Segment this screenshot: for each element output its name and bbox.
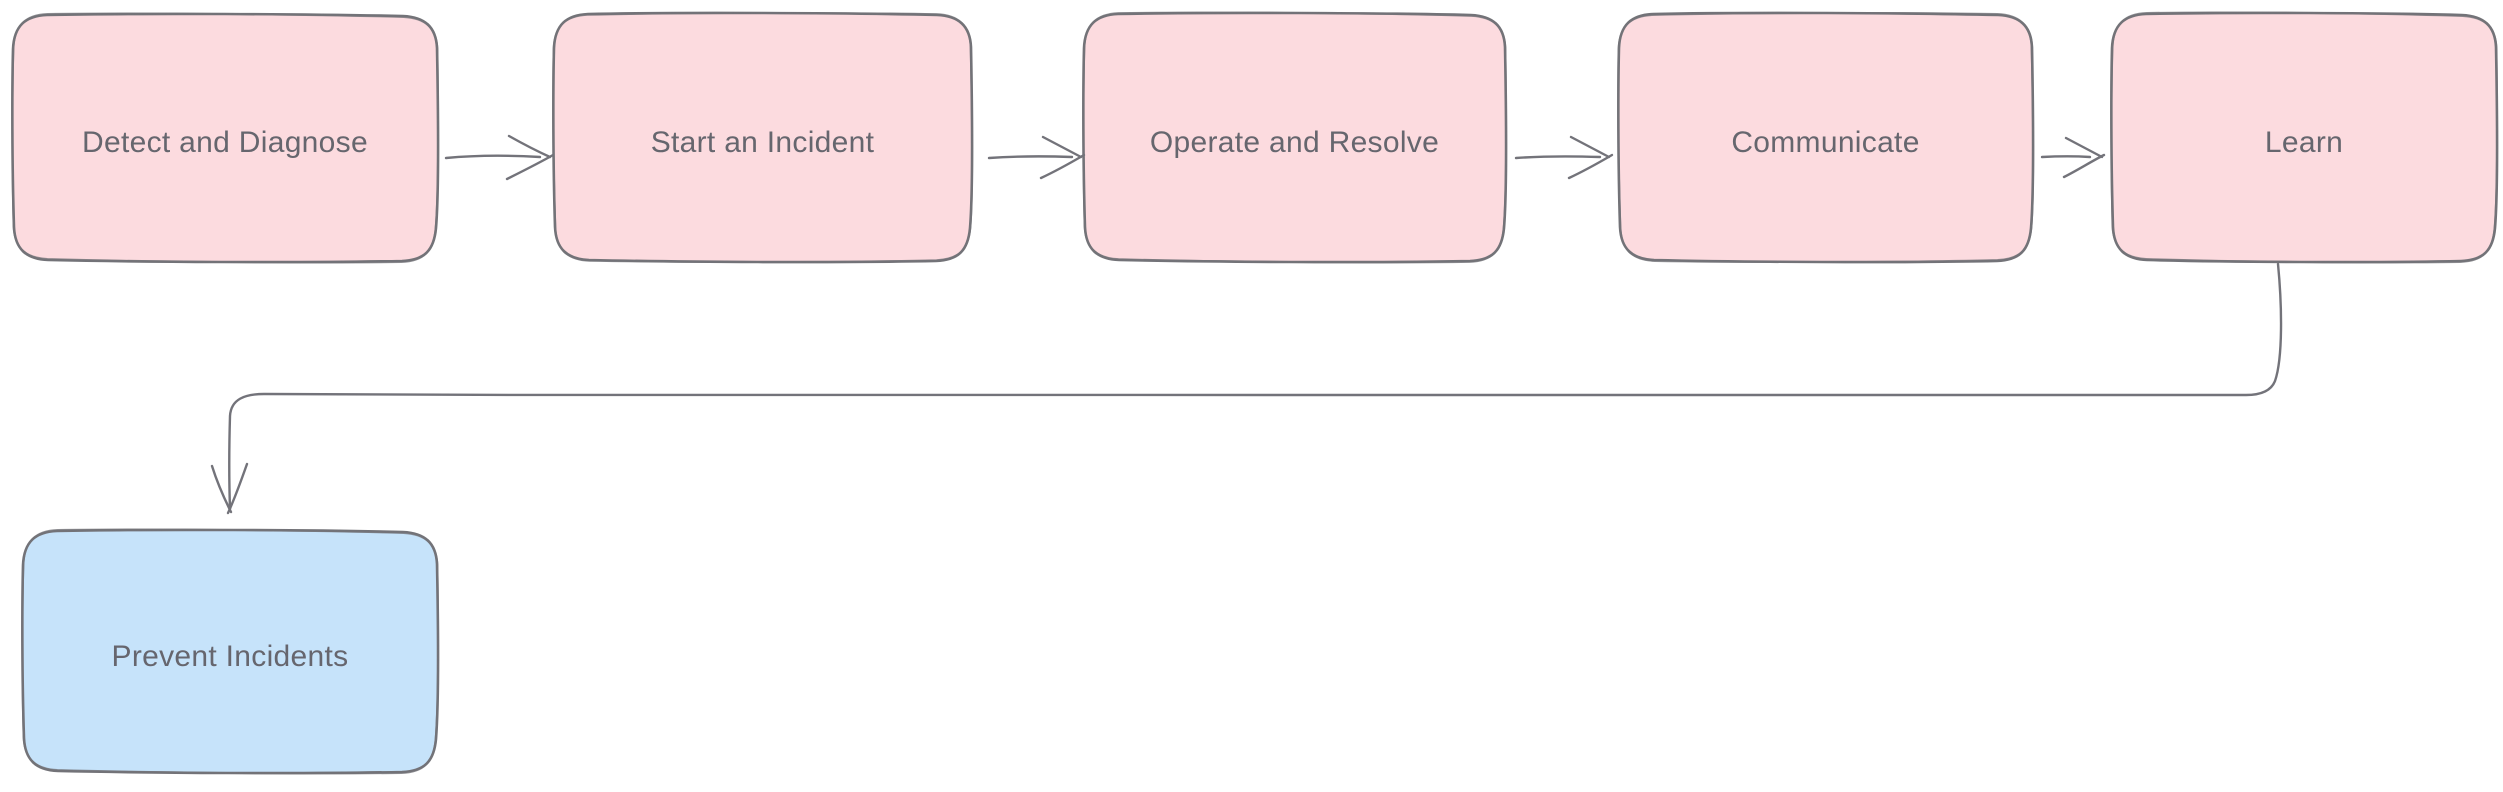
node-communicate-shape: [1617, 11, 2035, 264]
arrowhead: [1569, 135, 1611, 159]
arrow-shaft: [2040, 155, 2092, 159]
arrowhead: [2062, 153, 2106, 179]
arrow-shaft: [1514, 155, 1602, 160]
node-operate-shape: [1082, 11, 1508, 264]
node-prevent-overdraw: [21, 528, 439, 775]
arrow-communicate-to-learn[interactable]: [2040, 136, 2106, 179]
node-learn-shape: [2110, 11, 2499, 264]
arrow-operate-to-communicate[interactable]: [1514, 135, 1614, 180]
node-detect-overdraw: [11, 12, 439, 264]
node-detect[interactable]: [11, 12, 440, 264]
node-communicate[interactable]: [1617, 11, 2035, 264]
arrowhead: [2064, 136, 2104, 159]
arrowhead: [505, 153, 555, 181]
node-detect-shape: [11, 12, 440, 264]
arrowhead: [1567, 153, 1614, 180]
node-learn-overdraw: [2110, 11, 2498, 264]
node-operate-overdraw: [1082, 11, 1507, 264]
arrow-detect-to-start[interactable]: [444, 134, 555, 181]
arrow-shaft: [444, 154, 542, 160]
node-start-overdraw: [552, 12, 973, 263]
arrow-shaft: [228, 262, 2283, 511]
node-learn[interactable]: [2110, 11, 2499, 264]
node-prevent[interactable]: [21, 528, 440, 775]
node-communicate-overdraw: [1617, 12, 2034, 263]
arrowhead: [1041, 135, 1083, 159]
arrowhead: [226, 462, 249, 515]
arrow-learn-to-prevent[interactable]: [210, 262, 2283, 515]
node-operate[interactable]: [1082, 11, 1508, 264]
arrow-start-to-operate[interactable]: [987, 135, 1086, 180]
arrowhead: [507, 134, 552, 159]
node-start-shape: [552, 11, 974, 264]
arrow-shaft: [987, 155, 1074, 160]
node-prevent-shape: [21, 528, 440, 775]
node-start[interactable]: [552, 11, 974, 264]
arrowhead: [1039, 153, 1086, 180]
